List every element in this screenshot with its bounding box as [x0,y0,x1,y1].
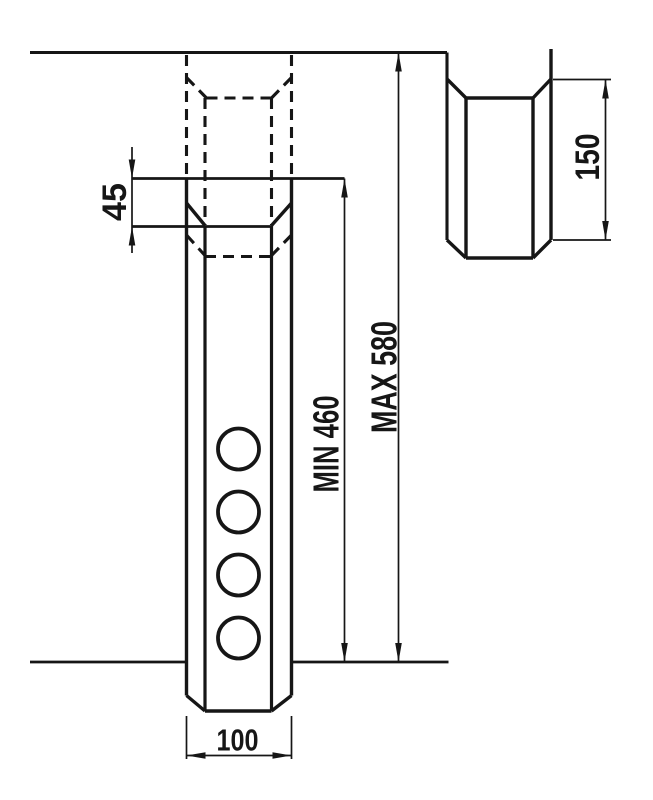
post-hole-1 [216,426,261,472]
post-bottom-chamfer-right [270,694,293,713]
post-visible-section [132,177,345,713]
dimension-min-460: MIN 460 [306,178,348,662]
dim-100-arrow-left [186,752,206,759]
hidden-mid-chamfer-left [185,233,207,257]
post-collar-chamfer-left [185,201,207,227]
socket-side-view [445,49,553,260]
dim-150-arrow-bottom [602,221,609,240]
post-hole-2 [216,489,261,535]
dim-150-label: 150 [569,134,607,181]
hidden-top-chamfer-right [270,76,293,100]
dim-45-arrow-upper [128,159,136,179]
post-holes [216,426,261,661]
dim-100-arrow-right [272,752,292,759]
dim-45-label: 45 [96,183,134,221]
post-hidden-section [184,55,294,259]
dimension-max-580: MAX 580 [364,52,405,662]
hidden-mid-chamfer-right [270,233,293,257]
dimension-150: 150 [553,78,611,241]
post-bottom-chamfer-left [185,694,207,713]
dimension-45: 45 [96,147,136,253]
dim-max-580-arrow-top [395,52,402,72]
dim-max-580-arrow-bottom [395,643,402,662]
dimension-100: 100 [185,716,293,759]
dim-max-580-label: MAX 580 [364,321,405,433]
dim-150-arrow-top [602,79,609,99]
dim-45-arrow-lower [128,226,136,246]
hidden-top-chamfer-left [185,76,208,100]
post-hole-4 [216,615,261,661]
dim-min-460-arrow-bottom [341,643,348,662]
post-hole-3 [216,552,261,598]
dim-min-460-arrow-top [341,178,348,198]
socket-bottom-chamfer-left [445,238,468,260]
socket-top-chamfer-right [531,77,553,100]
socket-top-chamfer-left [445,77,468,100]
socket-bottom-chamfer-right [531,238,553,260]
dim-100-label: 100 [217,723,259,758]
dim-min-460-label: MIN 460 [306,396,347,493]
post-collar-chamfer-right [270,201,293,227]
